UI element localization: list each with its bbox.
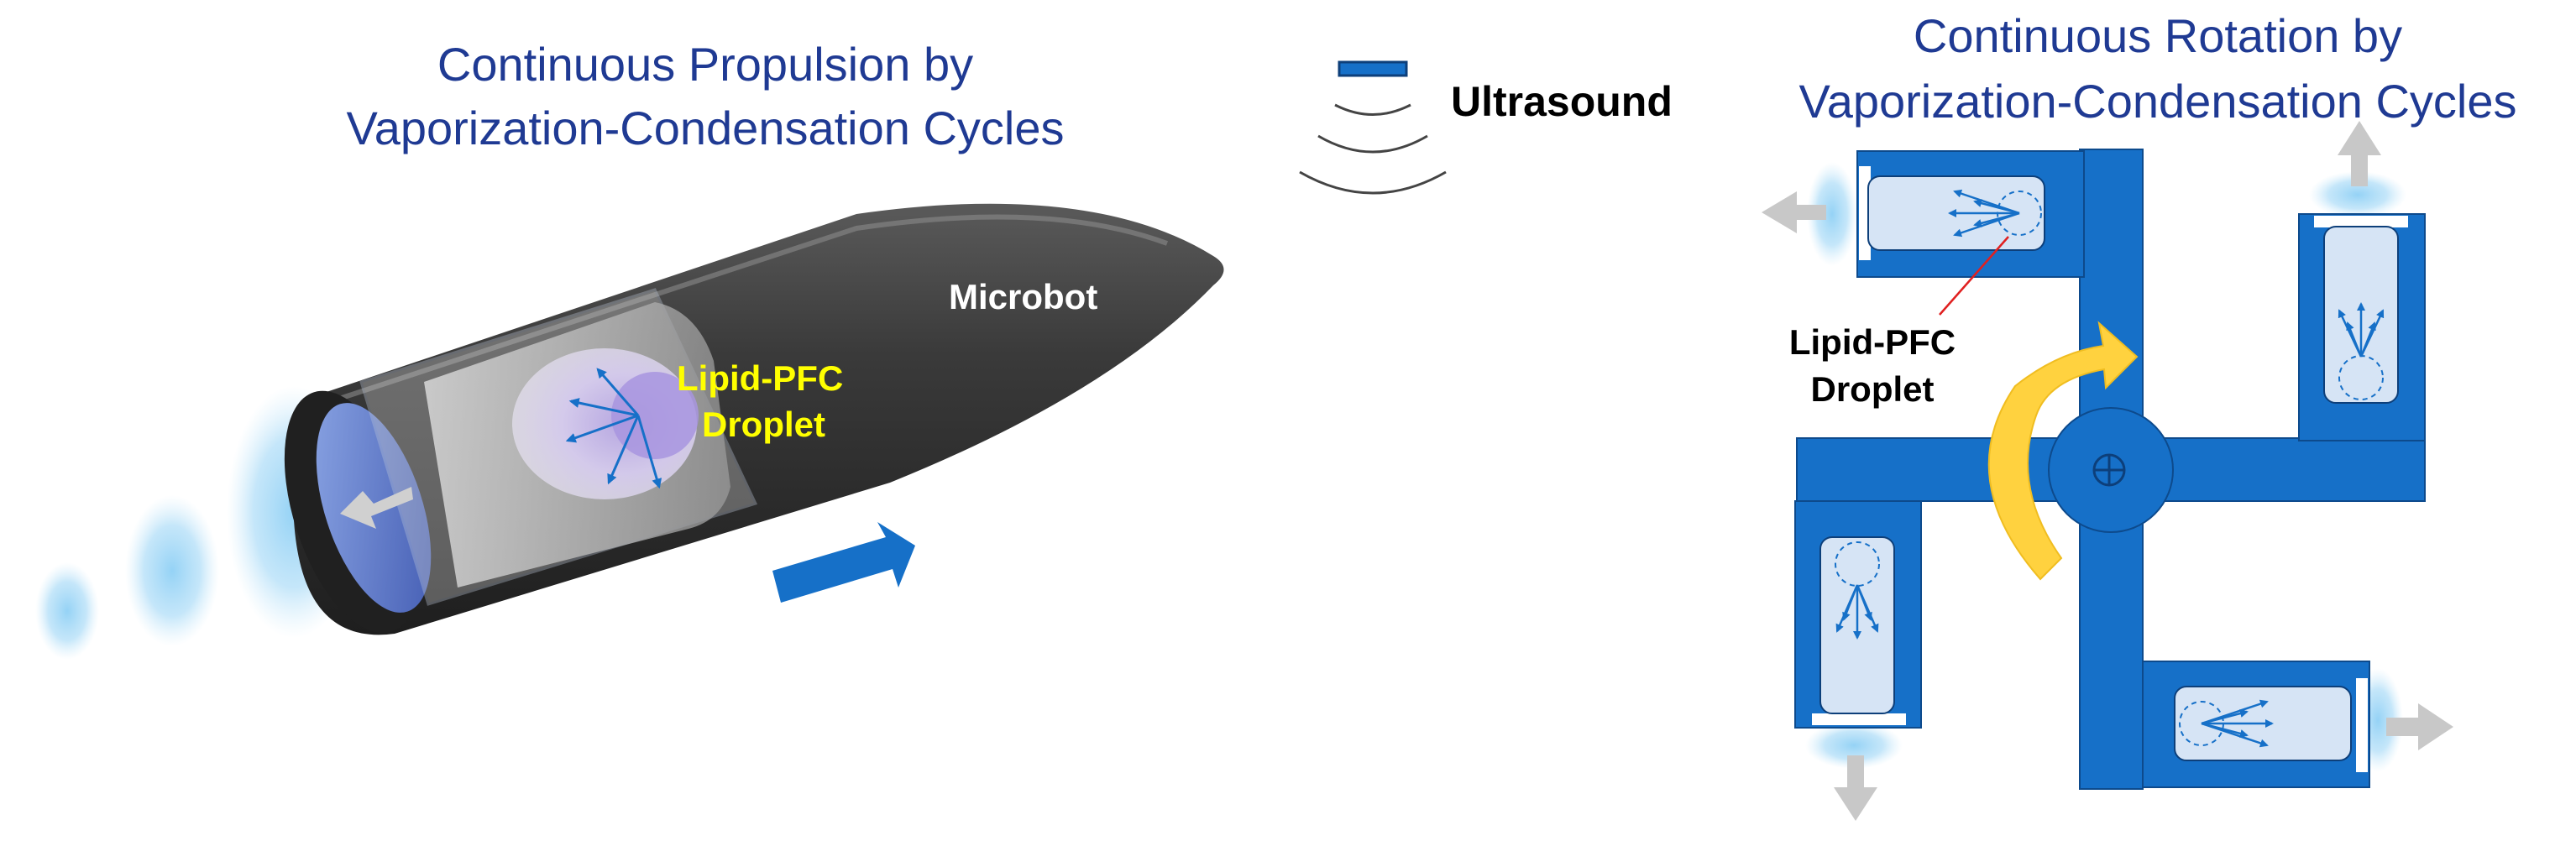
rotation-droplet-label-line2: Droplet (1811, 369, 1935, 409)
ultrasound-wave-2 (1317, 134, 1428, 154)
movement-direction-arrow (772, 522, 915, 603)
microbot-label: Microbot (949, 277, 1097, 316)
rotation-direction-arrow (1987, 321, 2139, 581)
chamber-top-right (2323, 226, 2399, 404)
ultrasound-legend: Ultrasound (1299, 60, 1673, 195)
glow-top-left (1807, 162, 1857, 266)
glow-bottom-left (1805, 722, 1903, 769)
rotor-thrust-arrows (1762, 121, 2453, 821)
chamber-bottom-right (2174, 686, 2352, 761)
droplet-pointer-line (1939, 236, 2009, 316)
microbot-body (284, 203, 1224, 635)
rotation-droplet-label-line1: Lipid-PFC (1789, 322, 1956, 362)
thrust-arrow-right (2386, 703, 2453, 750)
rotation-title-line2: Vaporization-Condensation Cycles (1799, 75, 2517, 128)
propulsion-panel: Continuous Propulsion by Vaporization-Co… (35, 38, 1224, 660)
rotation-title-line1: Continuous Rotation by (1914, 9, 2402, 62)
thrust-arrow-left (1762, 191, 1826, 233)
propulsion-title-line2: Vaporization-Condensation Cycles (347, 102, 1065, 154)
propulsion-droplet-label-line2: Droplet (702, 405, 825, 444)
rotation-panel: Continuous Rotation by Vaporization-Cond… (1762, 9, 2516, 821)
ultrasound-transducer-icon (1338, 60, 1408, 77)
chamber-top-left (1867, 175, 2045, 251)
propulsion-droplet-label-line1: Lipid-PFC (677, 358, 843, 398)
rotor-chambers (1819, 175, 2399, 761)
microbot-thrust-arrow (340, 487, 413, 529)
ultrasound-wave-1 (1334, 103, 1411, 116)
glow-top-right (2309, 171, 2406, 218)
chamber-bottom-left (1819, 536, 1895, 714)
thrust-arrow-up (2338, 121, 2381, 186)
microbot-droplet-arrows (565, 368, 662, 489)
propulsion-title-line1: Continuous Propulsion by (437, 38, 973, 91)
vapor-bubble-small (35, 562, 99, 660)
ultrasound-label: Ultrasound (1451, 78, 1673, 125)
thrust-arrow-down (1834, 755, 1877, 821)
microbot-droplet-core (611, 372, 699, 459)
ultrasound-wave-3 (1299, 170, 1447, 195)
vapor-bubble-medium (125, 495, 219, 646)
